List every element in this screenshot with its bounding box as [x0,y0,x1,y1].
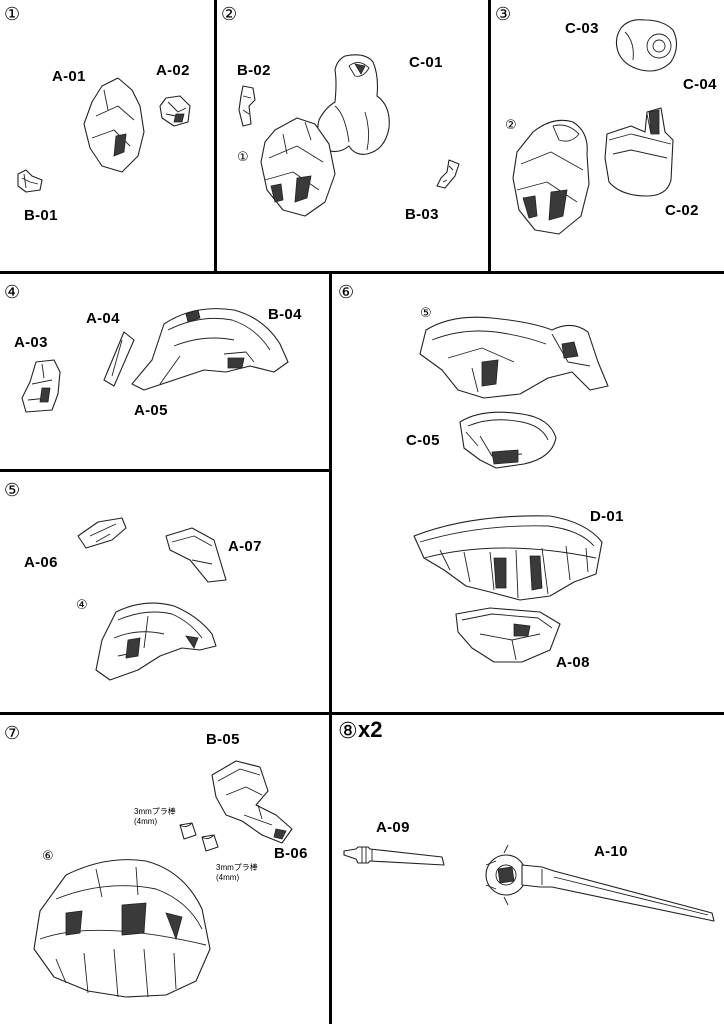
part-label-a02: A-02 [156,62,190,79]
step-panel-8: ⑧ x2 A-09 A-10 [332,715,724,1024]
part-drawing-assembly-4 [88,596,220,682]
part-label-b03: B-03 [405,206,439,223]
part-drawing-b05-b06 [206,755,296,845]
divider-h-top [0,271,724,274]
part-label-a03: A-03 [14,334,48,351]
step-panel-7: ⑦ ⑥ B-05 B-06 3mmプラ棒 (4mm) 3mmプラ棒 (4mm) [0,715,329,1024]
step-panel-6: ⑥ ⑤ C-05 D-01 A-08 [332,274,724,712]
step-panel-5: ⑤ ④ A-06 A-07 [0,472,329,712]
part-drawing-a01 [78,76,150,176]
part-label-d01: D-01 [590,508,624,525]
part-label-c02: C-02 [665,202,699,219]
step-panel-2: ② ① B-02 C-01 B-03 [217,0,488,271]
subassembly-ref: ⑥ [42,848,54,863]
part-drawing-c03 [611,16,681,76]
part-drawing-d01 [410,508,606,602]
part-label-a10: A-10 [594,843,628,860]
part-label-b01: B-01 [24,207,58,224]
part-label-a04: A-04 [86,310,120,327]
part-label-a01: A-01 [52,68,86,85]
divider-h-bottom [0,712,724,715]
part-label-b05: B-05 [206,731,240,748]
step-panel-3: ③ ② C-03 C-04 C-02 [491,0,724,271]
step-number: ⑧ [338,718,358,743]
step-number: ⑦ [4,723,21,743]
part-drawing-a04 [100,330,138,388]
step-number: ④ [4,282,21,302]
part-label-a08: A-08 [556,654,590,671]
divider-v-2-3 [488,0,491,273]
part-label-c04: C-04 [683,76,717,93]
step-number: ③ [495,4,512,24]
part-label-a09: A-09 [376,819,410,836]
divider-h-4-5 [0,469,331,472]
part-label-b02: B-02 [237,62,271,79]
part-drawing-c01 [315,52,395,162]
part-label-c05: C-05 [406,432,440,449]
divider-v-mid [329,272,332,1024]
subassembly-ref: ① [237,149,249,164]
part-label-a07: A-07 [228,538,262,555]
part-drawing-a10 [482,843,718,927]
step-number: ⑥ [338,282,355,302]
step-panel-4: ④ A-04 B-04 A-03 A-05 [0,274,329,469]
part-drawing-a08 [450,604,564,668]
part-label-a05: A-05 [134,402,168,419]
step-number: ① [4,4,21,24]
step-number: ⑤ [4,480,21,500]
part-drawing-assembly-5 [412,308,609,402]
part-drawing-assembly-1 [253,114,343,220]
part-drawing-b02 [237,84,257,128]
part-drawing-c02 [601,104,677,200]
part-drawing-b01 [14,168,46,194]
part-label-b04: B-04 [268,306,302,323]
quantity-multiplier: x2 [358,717,383,742]
step-panel-1: ① A-01 A-02 B-01 [0,0,214,271]
part-label-c03: C-03 [565,20,599,37]
part-drawing-a02 [158,94,192,128]
part-drawing-a09 [342,843,446,871]
part-drawing-a03 [18,358,64,414]
part-drawing-plastic-rod-1 [176,821,198,841]
divider-v-1-2 [214,0,217,273]
part-drawing-a07 [162,524,230,586]
subassembly-ref: ⑤ [420,305,432,320]
plastic-rod-note-right: 3mmプラ棒 (4mm) [216,863,258,882]
part-drawing-plastic-rod-2 [198,833,220,853]
plastic-rod-note-left: 3mmプラ棒 (4mm) [134,807,176,826]
part-label-c01: C-01 [409,54,443,71]
part-label-a06: A-06 [24,554,58,571]
part-drawing-b03 [435,158,461,192]
part-drawing-assembly-2 [503,112,599,242]
part-drawing-c05 [452,408,560,472]
part-drawing-assembly-6 [26,849,214,999]
part-drawing-a06 [72,516,128,550]
subassembly-ref: ④ [76,597,88,612]
subassembly-ref: ② [505,117,517,132]
part-label-b06: B-06 [274,845,308,862]
part-drawing-b04-a05 [124,300,290,396]
step-number: ② [221,4,238,24]
